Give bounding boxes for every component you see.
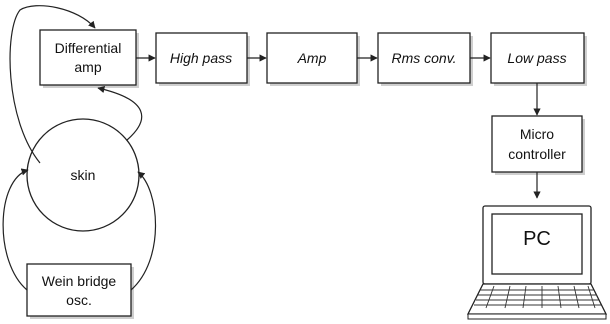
skin-label: skin xyxy=(71,167,96,183)
high-pass-block: High pass xyxy=(155,32,250,86)
rms-conv-block: Rms conv. xyxy=(377,32,473,86)
skin-node: skin xyxy=(26,118,140,232)
amp-block: Amp xyxy=(266,32,360,86)
pc-laptop: PC xyxy=(466,205,608,320)
wein-bridge-label-2: osc. xyxy=(66,292,92,308)
amp-label: Amp xyxy=(297,50,327,66)
wein-bridge-label-1: Wein bridge xyxy=(42,273,117,289)
arrow-skin-diffamp-inner xyxy=(97,85,143,141)
laptop-keyboard xyxy=(474,285,601,309)
differential-amp-label-2: amp xyxy=(74,59,101,75)
low-pass-label: Low pass xyxy=(507,50,566,66)
arrow-skin-diffamp-outer xyxy=(9,5,96,164)
high-pass-label: High pass xyxy=(170,50,232,66)
arrow-wein-skin-right xyxy=(130,171,157,291)
micro-controller-block: Micro controller xyxy=(491,115,585,175)
low-pass-block: Low pass xyxy=(490,32,587,86)
laptop-base xyxy=(466,283,608,315)
wein-bridge-osc-block: Wein bridge osc. xyxy=(26,263,134,319)
differential-amp-label-1: Differential xyxy=(55,40,122,56)
micro-controller-label-2: controller xyxy=(508,146,566,162)
differential-amp-block: Differential amp xyxy=(39,29,139,88)
pc-label: PC xyxy=(523,228,551,250)
arrow-wein-skin-left xyxy=(2,168,29,291)
micro-controller-label-1: Micro xyxy=(520,126,554,142)
rms-conv-label: Rms conv. xyxy=(391,50,456,66)
